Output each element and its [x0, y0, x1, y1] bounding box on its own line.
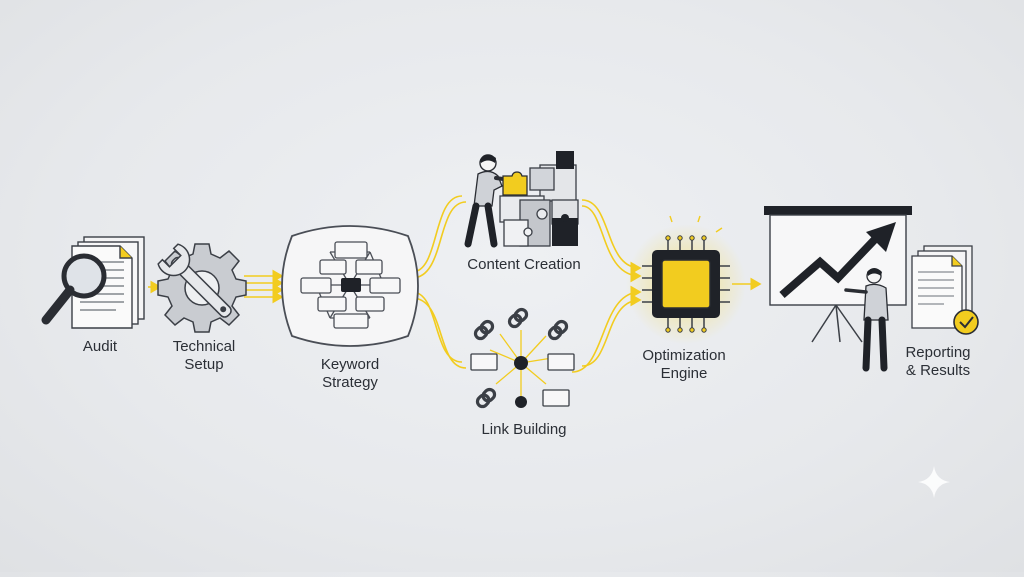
connector-keyword-content [411, 195, 467, 279]
step-label-reporting-results: Reporting & Results [890, 344, 986, 380]
reporting-label-line1: Reporting [905, 344, 971, 361]
person-puzzle-icon [464, 151, 579, 248]
chain-links-icon [470, 307, 575, 409]
engine-label-line2: Engine [660, 365, 708, 382]
reporting-label-line2: & Results [905, 362, 971, 379]
link-label: Link Building [481, 421, 567, 438]
step-label-audit: Audit [60, 338, 140, 356]
step-label-keyword-strategy: Keyword Strategy [300, 356, 400, 392]
technical-label-line2: Setup [184, 356, 224, 373]
audit-label: Audit [82, 338, 118, 355]
engine-label-line1: Optimization [642, 347, 726, 364]
processor-chip-icon [626, 215, 746, 344]
step-label-technical-setup: Technical Setup [158, 338, 250, 374]
keyword-label-line2: Strategy [322, 374, 378, 391]
content-label: Content Creation [467, 256, 581, 273]
sparkle-icon [918, 466, 950, 498]
step-label-link-building: Link Building [462, 421, 586, 439]
checked-documents-icon [911, 245, 979, 335]
network-diagram-icon [281, 225, 419, 347]
audit-icon [41, 236, 145, 329]
step-label-content-creation: Content Creation [452, 256, 596, 274]
step-label-optimization-engine: Optimization Engine [626, 347, 742, 383]
keyword-label-line1: Keyword [320, 356, 380, 373]
technical-label-line1: Technical [172, 338, 236, 355]
gear-wrench-icon [157, 243, 247, 333]
connector-keyword-link [411, 291, 467, 369]
connector-technical-keyword [244, 269, 284, 304]
presenter-chart-icon [764, 206, 912, 372]
